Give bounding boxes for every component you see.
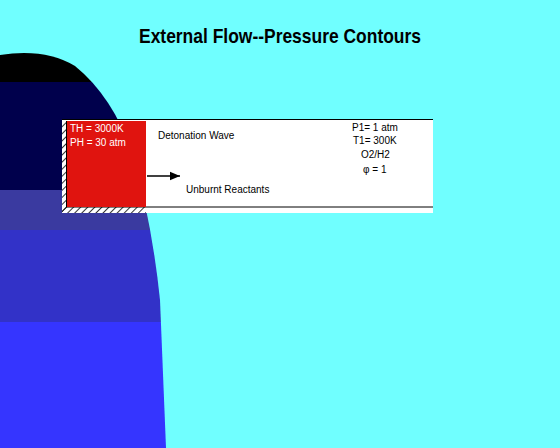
equivalence-ratio: φ = 1 (363, 164, 386, 175)
state-value: PH = 30 atm (70, 136, 143, 150)
mixture-label: O2/H2 (361, 149, 390, 160)
initial-temperature: T1= 300K (353, 135, 397, 146)
state-value: TH = 3000K (70, 122, 143, 136)
reactants-label: Unburnt Reactants (186, 184, 269, 195)
title: External Flow--Pressure Contours (139, 24, 421, 48)
wave-label: Detonation Wave (158, 130, 234, 141)
initial-pressure: P1= 1 atm (352, 122, 398, 133)
inset-panel: TH = 3000KPH = 30 atm Detonation WaveUnbu… (62, 119, 433, 213)
burnt-gas-region: TH = 3000KPH = 30 atm (67, 121, 146, 207)
